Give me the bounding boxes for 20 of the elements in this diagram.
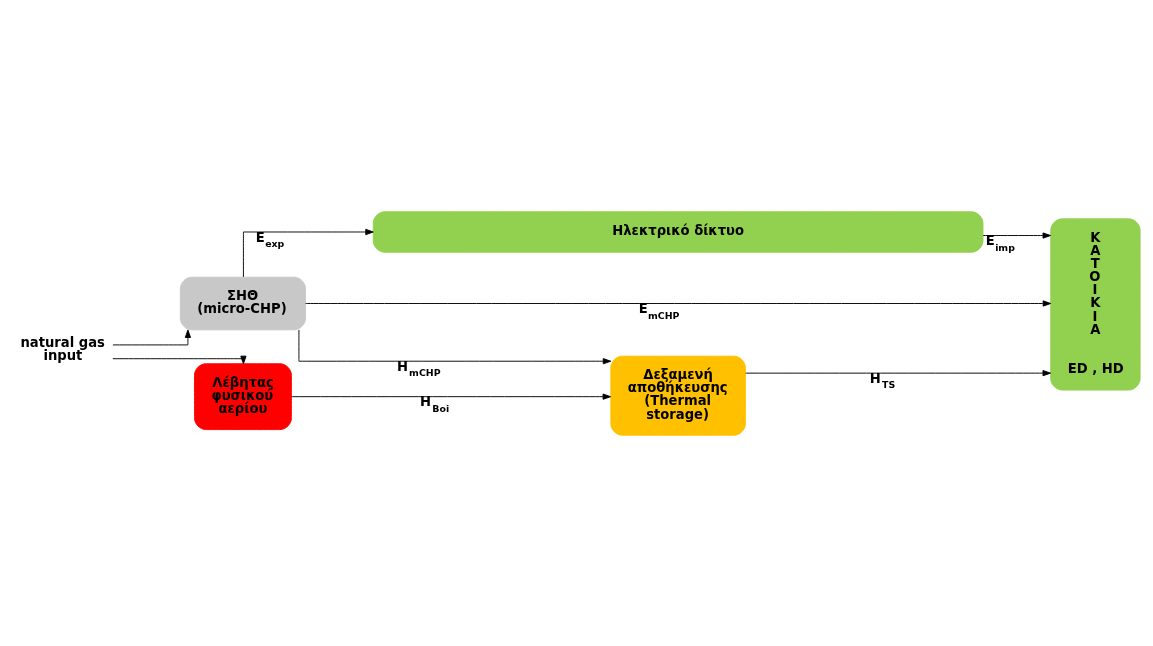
- arrow: [298, 329, 612, 364]
- arrow: [982, 231, 1051, 239]
- node-box: Ηλεκτρικό δίκτυο: [372, 210, 984, 253]
- edge-label: E$_{exp}$: [255, 229, 285, 249]
- edge-label: H$_{TS}$: [869, 370, 896, 390]
- arrow: [745, 369, 1051, 376]
- node-box: ΣΗΘ (micro-CHP): [179, 276, 306, 330]
- arrow: [291, 393, 612, 400]
- edge-label: H$_{mCHP}$: [396, 358, 441, 378]
- node-box: Κ Α Τ Ο Ι Κ Ι Α ED , HD: [1050, 217, 1141, 391]
- edge-label: E$_{mCHP}$: [638, 300, 680, 321]
- arrow: [242, 228, 374, 277]
- node-box: Δεξαμενή αποθήκευσης (Thermal storage): [610, 355, 746, 436]
- node-text: natural gas input: [20, 334, 105, 363]
- node-box: Λέβητας φυσικού αερίου: [194, 362, 292, 430]
- arrow: [305, 299, 1052, 307]
- edge-label: H$_{Boi}$: [420, 393, 450, 414]
- edge-label: E$_{imp}$: [985, 232, 1015, 253]
- arrow: [112, 355, 247, 364]
- arrow: [112, 328, 191, 345]
